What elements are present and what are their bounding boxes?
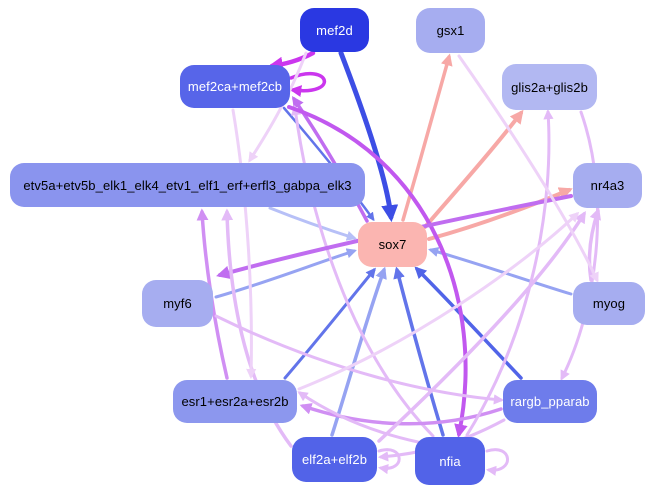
node-label-mef2ca: mef2ca+mef2cb (187, 79, 283, 94)
node-label-rargb: rargb_pparab (510, 394, 590, 409)
node-label-sox7: sox7 (378, 237, 407, 252)
node-label-mef2d: mef2d (316, 22, 353, 38)
edge-elf2a-to-nr4a3 (377, 210, 586, 443)
edge-nfia-to-esr1 (297, 391, 420, 444)
node-elf2a[interactable]: elf2a+elf2b (292, 437, 377, 482)
edge-rargb-to-sox7 (414, 266, 523, 380)
node-sox7[interactable]: sox7 (358, 222, 427, 267)
node-label-nr4a3: nr4a3 (590, 178, 625, 193)
edge-mef2d-to-etv5a (248, 51, 308, 163)
node-glis2a[interactable]: glis2a+glis2b (502, 64, 597, 110)
node-rargb[interactable]: rargb_pparab (503, 380, 597, 423)
edge-elf2a-to-elf2a (377, 448, 401, 475)
edge-sox7-to-nr4a3 (427, 187, 573, 241)
edge-nfia-to-mef2ca (290, 104, 435, 438)
edge-gsx1-to-myog (457, 54, 599, 283)
node-myf6[interactable]: myf6 (142, 280, 213, 327)
edge-etv5a-to-sox7 (268, 206, 357, 241)
edge-nfia-to-glis2a (465, 108, 554, 437)
edge-myf6-to-rargb (214, 314, 505, 405)
edge-sox7-to-glis2a (423, 109, 524, 229)
node-myog[interactable]: myog (573, 282, 645, 325)
edge-myog-to-sox7 (428, 247, 573, 296)
node-nfia[interactable]: nfia (415, 437, 485, 485)
node-nr4a3[interactable]: nr4a3 (573, 163, 642, 208)
edge-mef2d-to-sox7 (338, 50, 399, 223)
edge-mef2ca-to-esr1 (231, 108, 257, 380)
node-etv5a[interactable]: etv5a+etv5b_elk1_elk4_etv1_elf1_erf+erfl… (10, 163, 365, 207)
node-esr1[interactable]: esr1+esr2a+esr2b (173, 380, 297, 423)
edge-glis2a-to-rargb (560, 110, 600, 381)
node-label-esr1: esr1+esr2a+esr2b (181, 394, 289, 409)
node-label-etv5a: etv5a+etv5b_elk1_elk4_etv1_elf1_erf+erfl… (23, 177, 352, 193)
edge-sox7-to-gsx1 (401, 53, 453, 222)
node-mef2ca[interactable]: mef2ca+mef2cb (180, 65, 290, 108)
node-label-myog: myog (592, 296, 626, 311)
edge-mef2ca-to-nfia (287, 105, 468, 439)
node-label-gsx1: gsx1 (436, 23, 465, 38)
node-label-elf2a: elf2a+elf2b (301, 452, 368, 467)
node-label-nfia: nfia (439, 453, 461, 469)
edge-esr1-to-sox7 (283, 267, 376, 380)
node-label-glis2a: glis2a+glis2b (511, 79, 588, 95)
node-label-myf6: myf6 (163, 296, 192, 311)
edge-nfia-to-nfia (485, 448, 509, 476)
node-mef2d[interactable]: mef2d (300, 8, 369, 52)
node-gsx1[interactable]: gsx1 (416, 8, 485, 53)
edge-mef2ca-to-mef2ca (289, 72, 326, 97)
edge-nfia-to-sox7 (393, 266, 445, 437)
edge-esr1-to-nr4a3 (297, 211, 580, 391)
